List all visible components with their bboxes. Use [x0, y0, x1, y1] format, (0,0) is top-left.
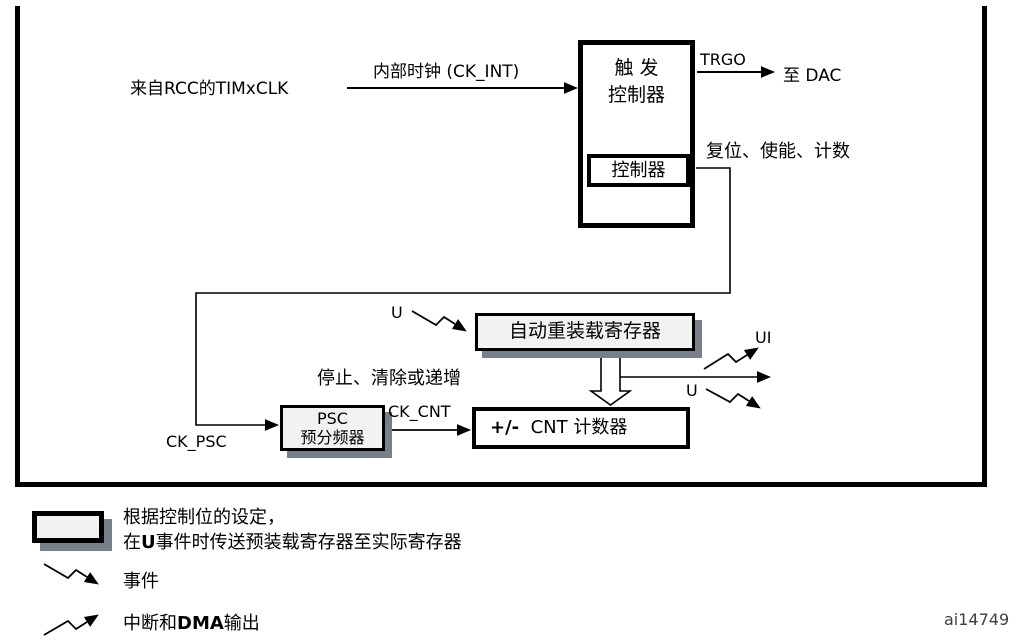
legend-event-label: 事件 — [123, 571, 159, 592]
figure-watermark: ai14749 — [944, 610, 1010, 629]
preload-transfer-block-arrow — [588, 351, 633, 406]
legend-interrupt-label: 中断和DMA输出 — [123, 609, 260, 635]
legend-preload-line2-pre: 在 — [123, 532, 141, 553]
legend-interrupt-arrow-icon — [43, 614, 99, 636]
cnt-counter-box: +/- CNT 计数器 — [472, 407, 690, 449]
ui-label: UI — [755, 328, 772, 347]
u-event-arrow-left — [411, 310, 467, 332]
ui-interrupt-arrow — [703, 347, 759, 370]
legend-interrupt-bold: DMA — [177, 613, 224, 634]
u-event-left-label: U — [391, 303, 403, 322]
legend-preload-line1: 根据控制位的设定， — [123, 507, 285, 528]
reset-enable-count-label: 复位、使能、计数 — [706, 141, 850, 162]
stop-clear-increment-label: 停止、清除或递增 — [317, 368, 461, 389]
psc-prescaler-box: PSC 预分频器 — [280, 405, 385, 451]
trigger-controller-box: 触 发 控制器 — [578, 40, 695, 228]
cnt-label: CNT 计数器 — [530, 417, 628, 438]
psc-line2: 预分频器 — [300, 428, 365, 447]
ck-psc-label: CK_PSC — [166, 432, 227, 451]
diagram-frame — [15, 6, 987, 487]
trigger-controller-line1: 触 发 — [614, 57, 659, 79]
controller-inner-box: 控制器 — [587, 154, 690, 187]
trigger-controller-line2: 控制器 — [607, 84, 665, 106]
legend-preload-line2-bold: U — [141, 532, 156, 553]
cnt-sign: +/- — [490, 417, 520, 438]
internal-clock-label: 内部时钟 (CK_INT) — [373, 62, 520, 82]
ck-cnt-label: CK_CNT — [388, 402, 451, 421]
legend-interrupt-post: 输出 — [223, 613, 260, 634]
legend-interrupt-pre: 中断和 — [123, 613, 177, 634]
psc-line1: PSC — [317, 409, 348, 428]
legend-preload-box-icon — [32, 511, 104, 543]
legend-event-arrow-icon — [43, 563, 99, 585]
u-event-arrow-right — [705, 388, 761, 409]
u-event-right-label: U — [686, 381, 698, 400]
legend-preload-line2-post: 事件时传送预装载寄存器至实际寄存器 — [155, 532, 462, 553]
autoreload-register-box: 自动重装载寄存器 — [475, 313, 695, 351]
controller-feedback-line — [195, 167, 731, 431]
trgo-label: TRGO — [700, 50, 746, 69]
to-dac-label: 至 DAC — [783, 66, 842, 86]
timxclk-input-label: 来自RCC的TIMxCLK — [130, 79, 289, 99]
legend-preload-line2: 在U事件时传送预装载寄存器至实际寄存器 — [123, 528, 462, 554]
